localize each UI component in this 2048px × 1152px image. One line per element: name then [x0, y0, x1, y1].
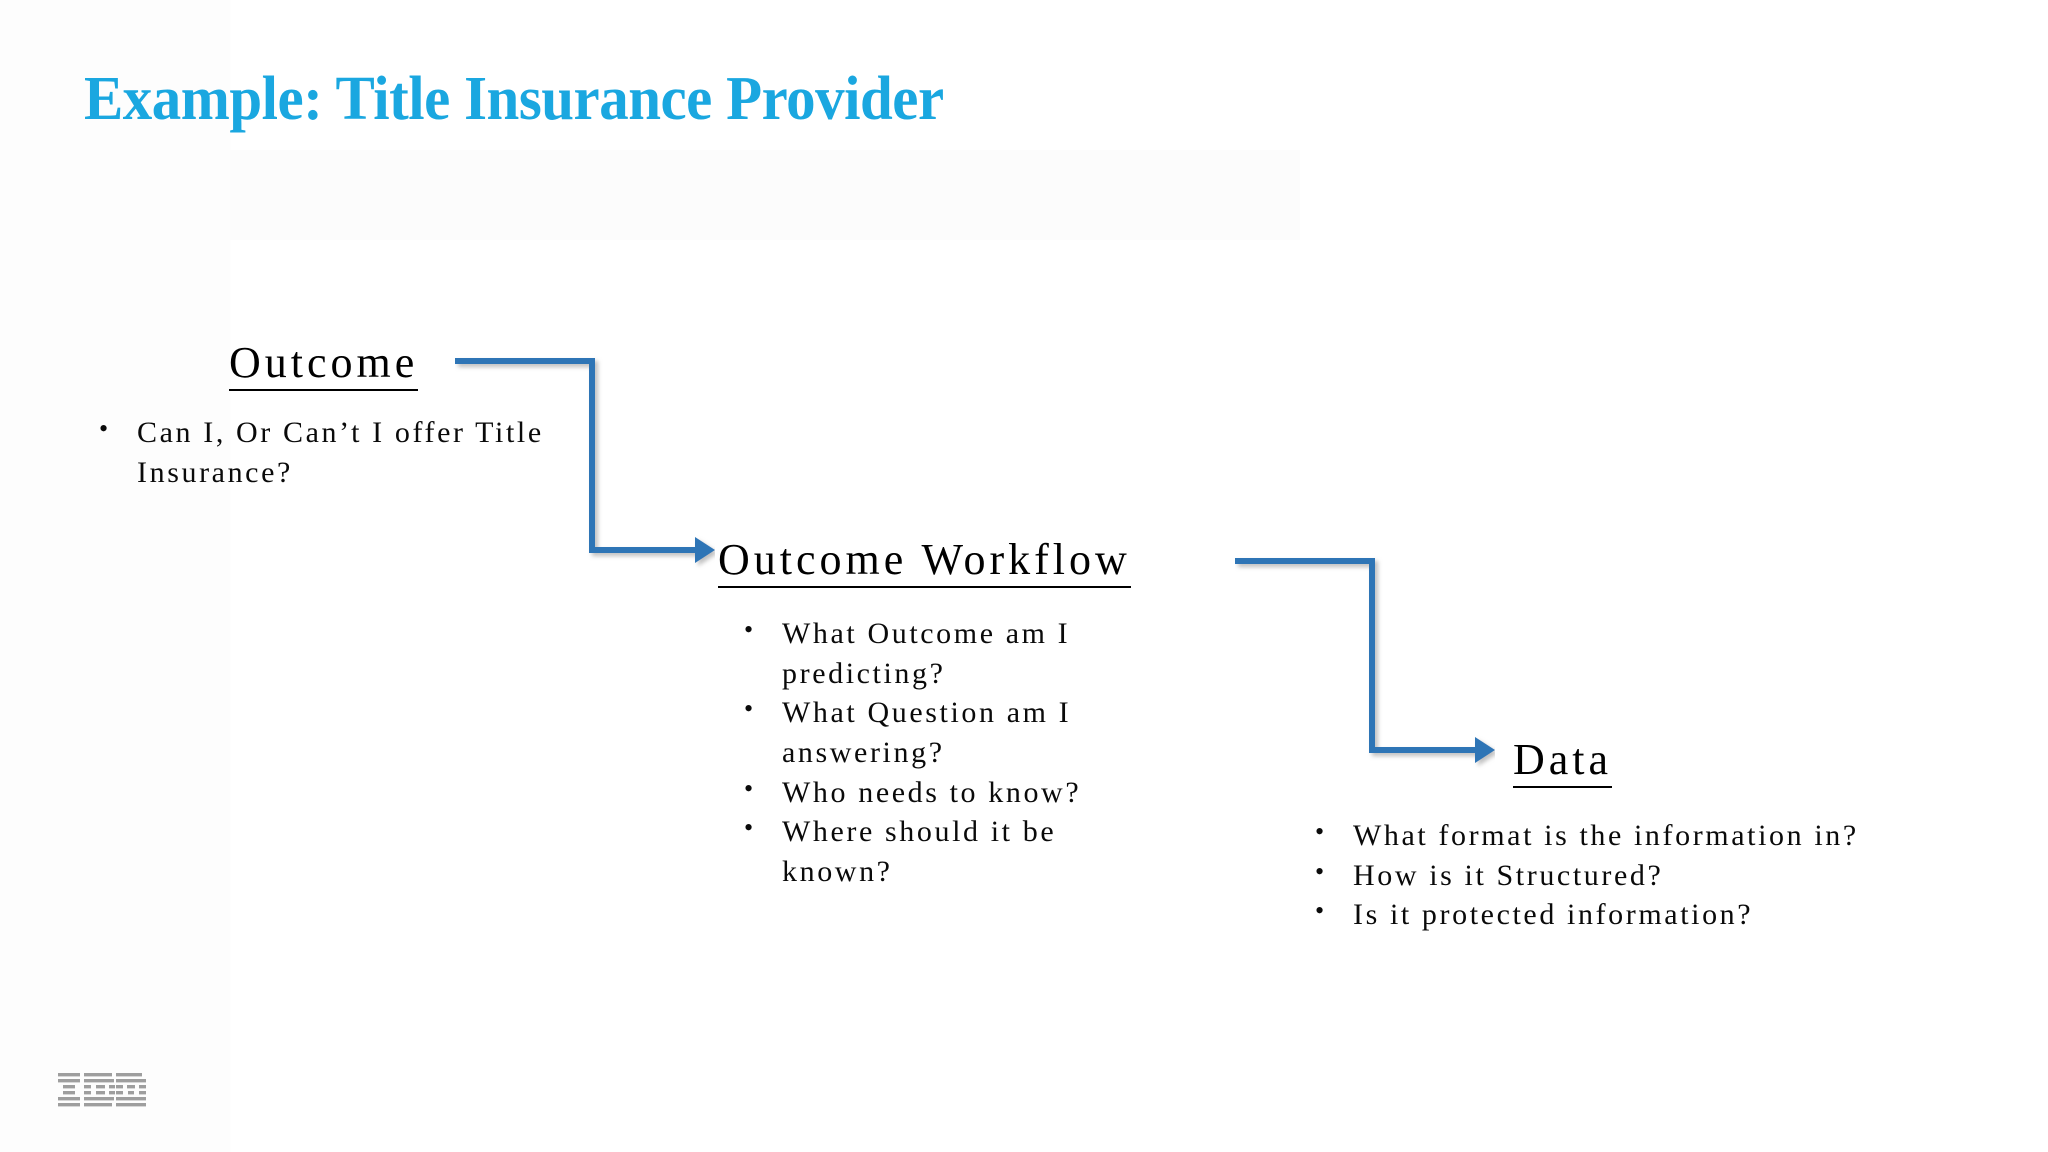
- list-item: Who needs to know?: [738, 772, 1158, 813]
- list-item: Is it protected information?: [1309, 894, 1889, 935]
- list-item: What Question am I answering?: [738, 692, 1158, 772]
- list-item: What format is the information in?: [1309, 815, 1889, 856]
- ibm-logo-icon: [58, 1073, 146, 1107]
- connector-workflow-to-data-icon: [1235, 558, 1495, 763]
- node-outcome-workflow: Outcome Workflow What Outcome am I predi…: [718, 536, 1158, 891]
- list-item: What Outcome am I predicting?: [738, 613, 1158, 693]
- node-data-heading: Data: [1513, 736, 1613, 789]
- slide-background-band: [230, 150, 1300, 240]
- node-data: Data What format is the information in? …: [1315, 736, 1889, 935]
- node-outcome-workflow-bullet-list: What Outcome am I predicting? What Quest…: [738, 613, 1158, 891]
- page-title: Example: Title Insurance Provider: [84, 65, 944, 133]
- list-item: How is it Structured?: [1309, 855, 1889, 896]
- node-outcome-heading: Outcome: [229, 339, 419, 392]
- list-item: Can I, Or Can’t I offer Title Insurance?: [93, 412, 563, 492]
- node-outcome-bullet-list: Can I, Or Can’t I offer Title Insurance?: [93, 412, 563, 492]
- list-item: Where should it be known?: [738, 811, 1158, 891]
- node-outcome-workflow-heading: Outcome Workflow: [718, 536, 1131, 589]
- node-data-bullet-list: What format is the information in? How i…: [1309, 815, 1889, 935]
- node-outcome: Outcome Can I, Or Can’t I offer Title In…: [99, 339, 563, 492]
